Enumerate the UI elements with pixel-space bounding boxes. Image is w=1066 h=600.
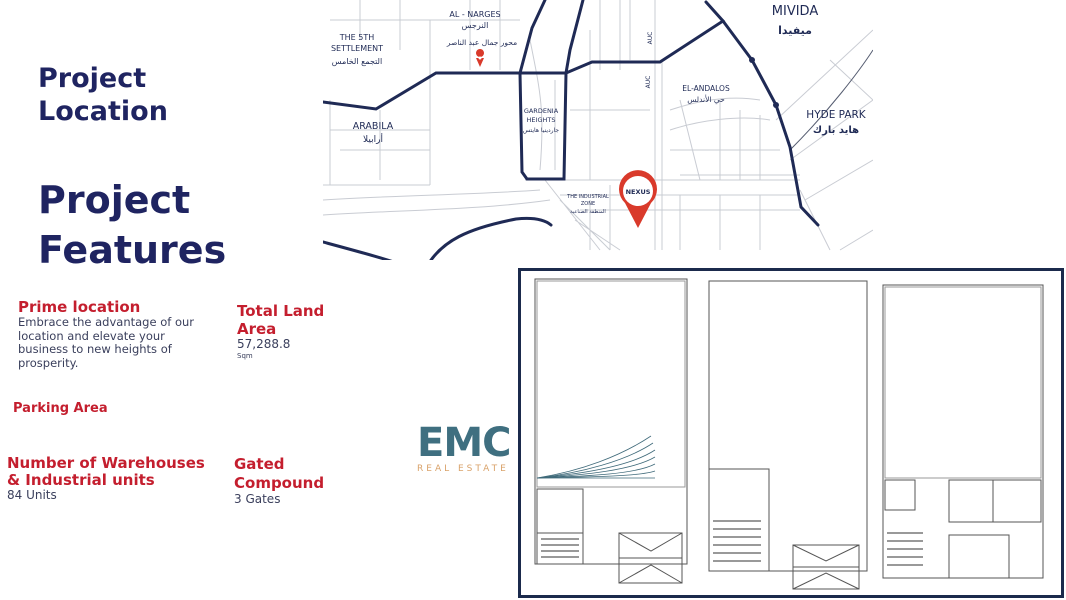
label-industrial-2: ZONE [581,201,595,207]
label-el-andalos-ar: حي الأندلس [687,94,725,104]
hyde-park-boundary [789,49,873,151]
label-hyde-park: HYDE PARK [806,109,867,121]
label-industrial-ar: المنطقة الصناعية [570,209,606,215]
feature-unit: Sqm [237,351,253,360]
project-location-heading: Project Location [38,63,168,127]
floor-plan-unit-1 [534,278,688,584]
label-fifth-settlement: THE 5TH [339,33,375,42]
logo-wordmark: EMC [417,420,511,466]
label-mivida: MIVIDA [772,4,819,19]
label-fifth-settlement-2: SETTLEMENT [331,44,383,53]
road-node [773,102,779,108]
label-gardenia-2: HEIGHTS [527,116,556,124]
label-auc-1: AUC [647,32,654,45]
label-auc-2: AUC [645,76,652,89]
nexus-location-pin-icon: NEXUS [618,170,658,228]
feature-prime-location: Prime location Embrace the advantage of … [18,298,218,370]
label-al-narges: AL - NARGES [449,10,500,19]
curved-lines-decoration [536,435,656,479]
floor-plan-unit-2 [708,280,868,590]
feature-title: Gated Compound [234,455,325,492]
feature-gated-compound: Gated Compound 3 Gates [234,455,344,507]
floor-plans-panel [518,268,1064,598]
label-al-narges-ar: النرجس [462,21,489,30]
feature-total-land-area: Total Land Area 57,288.8 Sqm [237,302,347,360]
location-map: NEXUS THE 5TH SETTLEMENT التجمع الخامس A… [323,0,873,260]
label-nexus: NEXUS [626,188,651,196]
main-roads [323,0,820,260]
feature-warehouses: Number of Warehouses & Industrial units … [7,455,222,503]
label-arabila: ARABILA [353,121,394,132]
feature-parking-area: Parking Area [13,401,108,416]
logo-tagline: REAL ESTATE [417,464,509,474]
label-el-andalos: EL-ANDALOS [682,84,730,93]
feature-title: Prime location [18,298,141,316]
label-gardenia-1: GARDENIA [524,107,559,115]
floor-plan-unit-3 [882,284,1044,579]
floor-plans-drawing [534,278,1044,590]
feature-value: 3 Gates [234,492,281,506]
label-industrial-1: THE INDUSTRIAL [566,194,609,200]
label-arabila-ar: أرابيلا [363,133,383,145]
streets [323,0,873,251]
feature-title: Number of Warehouses & Industrial units [7,454,205,489]
label-hyde-park-ar: هايد بارك [813,125,859,136]
label-gardenia-ar: جاردينيا هايتس [523,127,560,134]
label-fifth-settlement-ar: التجمع الخامس [332,57,382,66]
label-mivida-ar: ميفيدا [778,24,812,37]
emc-logo: EMC REAL ESTATE [417,422,517,474]
project-features-heading: Project Features [38,178,227,272]
road-node [749,57,755,63]
feature-title: Total Land Area [237,302,325,338]
feature-value: 57,288.8 [237,337,291,351]
feature-value: 84 Units [7,488,57,502]
gamal-axis-pin-icon [476,49,485,67]
map-labels: THE 5TH SETTLEMENT التجمع الخامس AL - NA… [331,4,867,215]
label-gamal-axis-ar: محور جمال عبد الناصر [446,38,517,47]
feature-description: Embrace the advantage of our location an… [18,315,194,370]
